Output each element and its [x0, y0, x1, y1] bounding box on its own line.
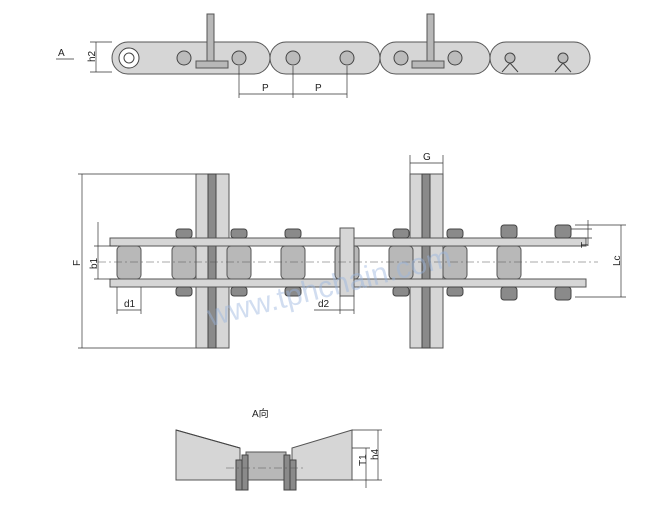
label-lc: Lc	[612, 255, 623, 266]
attachment-bar-1	[206, 13, 215, 65]
pin-head	[392, 286, 410, 297]
cotter-head	[500, 286, 518, 301]
attachment-foot-2	[411, 60, 445, 69]
pin-head	[392, 228, 410, 239]
roller	[171, 245, 197, 280]
label-view-a: A	[58, 48, 65, 59]
roller	[442, 245, 468, 280]
flight-right-core	[421, 173, 431, 349]
label-d1: d1	[124, 299, 136, 310]
pin-head	[446, 286, 464, 297]
wing-left-edge	[175, 429, 241, 449]
wing-right	[291, 429, 353, 481]
pin-head	[175, 286, 193, 297]
pin-head	[284, 286, 302, 297]
roller	[226, 245, 252, 280]
side-pins	[118, 47, 572, 73]
roller	[496, 245, 522, 280]
cotter-pin	[557, 52, 569, 64]
attachment-foot-1	[195, 60, 229, 69]
pin	[447, 50, 463, 66]
flight-left-core	[207, 173, 217, 349]
label-h4: h4	[370, 448, 381, 460]
pin	[285, 50, 301, 66]
cotter-pin	[504, 52, 516, 64]
label-t1: T1	[358, 454, 369, 466]
label-t: T	[580, 242, 591, 248]
label-b1: b1	[89, 257, 100, 269]
attachment-bar-2	[426, 13, 435, 65]
pin-head	[230, 228, 248, 239]
pin	[176, 50, 192, 66]
wing-left	[175, 429, 241, 481]
cotter-legs	[554, 62, 572, 73]
plate-end-right	[283, 454, 291, 491]
pin-end-left	[235, 459, 243, 491]
roller	[116, 245, 142, 280]
roller	[388, 245, 414, 280]
pin-hole-inner	[123, 52, 135, 64]
label-h2: h2	[87, 50, 98, 62]
pin-head	[230, 286, 248, 297]
center-roller	[245, 451, 287, 481]
pin-heads	[175, 224, 572, 301]
cotter-head	[554, 224, 572, 239]
pin	[339, 50, 355, 66]
side-view: A h2	[56, 13, 591, 98]
pin-head	[446, 228, 464, 239]
cotter-head	[500, 224, 518, 239]
plate-end-left	[241, 454, 249, 491]
pin-end-right	[289, 459, 297, 491]
pin	[231, 50, 247, 66]
a-direction-view: A向 T1 h4	[175, 407, 382, 491]
cotter-head	[554, 286, 572, 301]
pin	[393, 50, 409, 66]
label-p1: P	[262, 83, 269, 94]
cotter-legs	[501, 62, 519, 73]
roller	[280, 245, 306, 280]
pin-head	[284, 228, 302, 239]
label-d2: d2	[318, 299, 330, 310]
label-f: F	[72, 260, 83, 266]
top-view: F G	[72, 152, 626, 349]
label-p2: P	[315, 83, 322, 94]
label-g: G	[423, 152, 431, 163]
label-a-view: A向	[252, 407, 269, 420]
pin-head	[175, 228, 193, 239]
